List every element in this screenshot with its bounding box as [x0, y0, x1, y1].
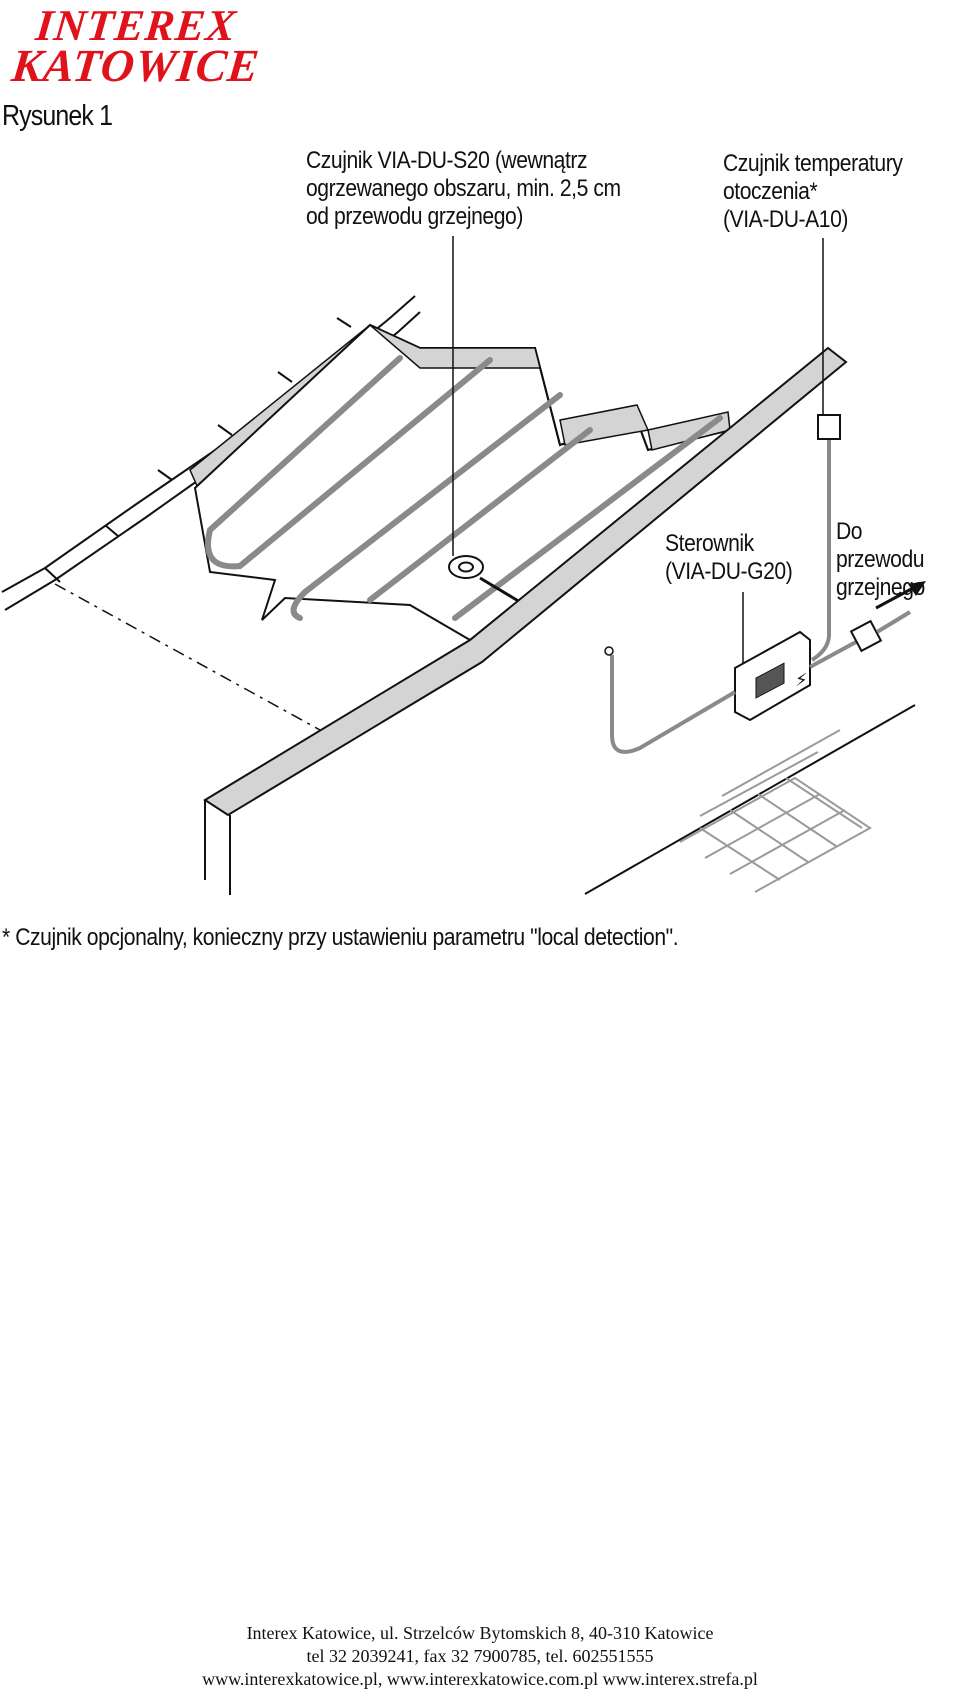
installation-diagram: ⚡	[1, 236, 926, 895]
floor-edge-line	[584, 704, 916, 895]
floor-tiles	[679, 729, 872, 893]
floor-sensor-label: Czujnik VIA-DU-S20 (wewnątrz ogrzewanego…	[306, 147, 621, 230]
lightning-icon: ⚡	[795, 670, 808, 691]
controller-cable-right	[809, 640, 857, 669]
figure-title: Rysunek 1	[2, 100, 113, 132]
floor-sensor-inner-icon	[458, 561, 474, 573]
footer-web: www.interexkatowice.pl, www.interexkatow…	[202, 1669, 758, 1689]
dashed-guide-line	[54, 583, 321, 731]
floor-sensor-icon	[448, 555, 484, 579]
junction-box-icon	[849, 619, 883, 653]
area-edge-strip	[369, 324, 541, 369]
arrow-shaft	[875, 585, 916, 610]
ambient-sensor-icon	[817, 414, 841, 440]
ambient-sensor-label: Czujnik temperatury otoczenia* (VIA-DU-A…	[723, 150, 903, 233]
cable-end-icon	[604, 646, 614, 656]
heating-cable-loops	[205, 355, 723, 621]
footer-phones: tel 32 2039241, fax 32 7900785, tel. 602…	[306, 1646, 654, 1666]
arrow-right-icon	[908, 581, 926, 596]
controller-cable-left	[610, 655, 737, 754]
wall-top-edge	[203, 346, 848, 817]
controller-display-icon	[755, 662, 785, 699]
page-footer: Interex Katowice, ul. Strzelców Bytomski…	[0, 1622, 960, 1691]
cable-to-heater	[875, 610, 912, 634]
controller-label: Sterownik (VIA-DU-G20)	[665, 530, 793, 585]
footnote: * Czujnik opcjonalny, konieczny przy ust…	[2, 924, 679, 951]
footer-address: Interex Katowice, ul. Strzelców Bytomski…	[246, 1623, 714, 1643]
heated-area	[193, 323, 731, 642]
ambient-sensor-cable	[810, 440, 831, 662]
heating-cable-label: Do przewodu grzejnego	[836, 518, 925, 601]
floor-sensor-cable	[479, 576, 521, 604]
